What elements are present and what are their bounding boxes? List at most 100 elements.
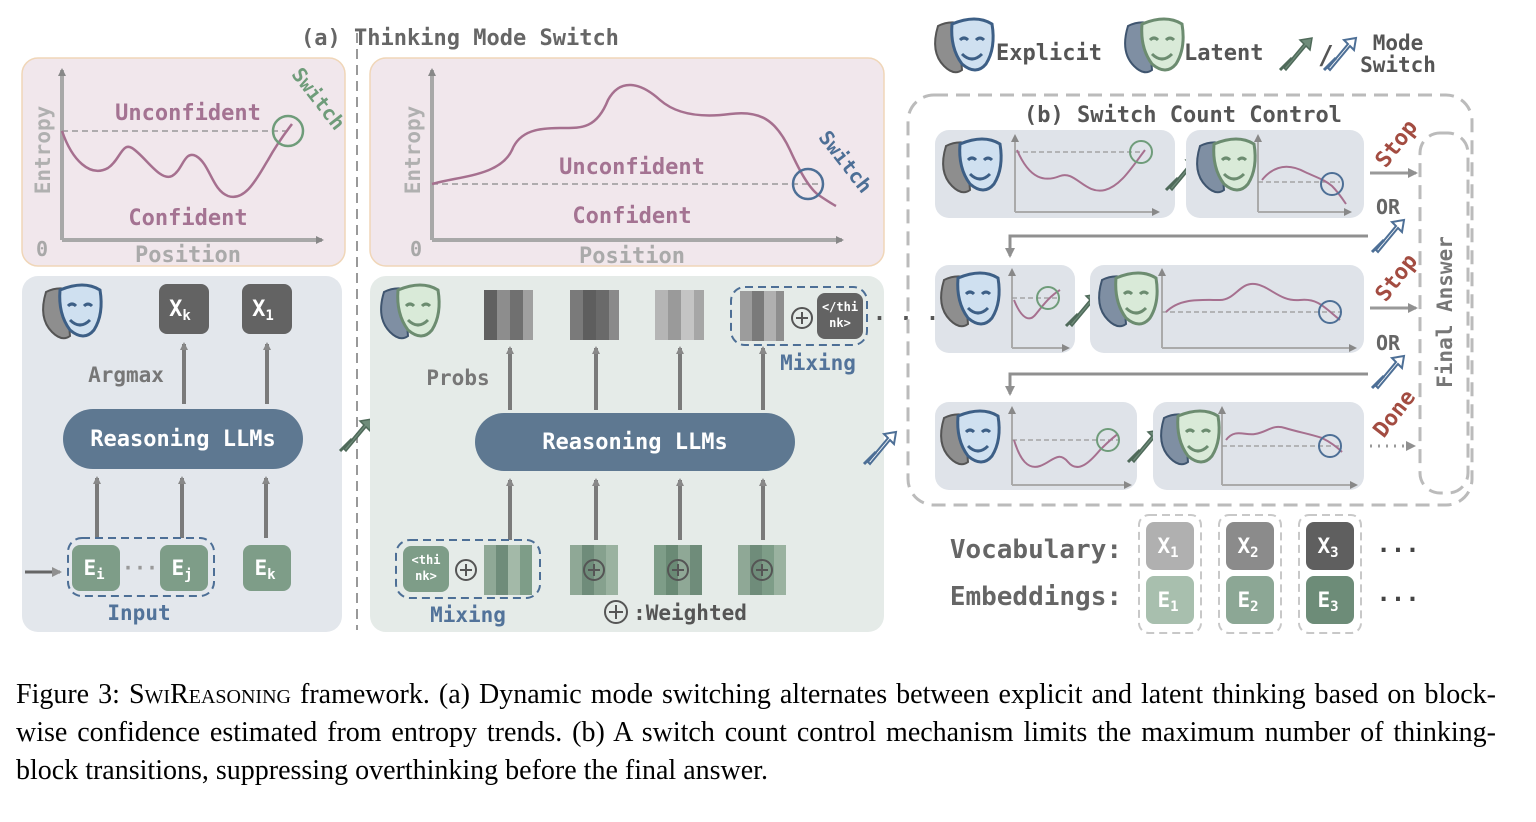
switch-circle bbox=[791, 167, 825, 201]
mixing-bottom-group bbox=[395, 539, 541, 599]
token-xk-letter: X bbox=[169, 297, 182, 322]
vocab-x1-letter: X bbox=[1157, 534, 1170, 558]
token-xk bbox=[159, 284, 209, 334]
vocabulary-label: Vocabulary: bbox=[950, 535, 1122, 565]
emb-dots: ··· bbox=[122, 556, 158, 580]
svg-text:E2: E2 bbox=[1237, 588, 1258, 615]
row3-status: Done bbox=[1369, 385, 1421, 442]
legend: Explicit Latent / Mode Switch bbox=[933, 17, 1436, 77]
origin-label: 0 bbox=[36, 237, 48, 261]
emb-ej-sub: j bbox=[184, 567, 192, 583]
latent-mask-icon bbox=[1097, 271, 1159, 328]
emb-e2-sub: 2 bbox=[1250, 599, 1258, 615]
end-think-line2: nk> bbox=[829, 316, 851, 330]
start-think-line2: nk> bbox=[415, 569, 437, 583]
explicit-mask-icon bbox=[41, 283, 103, 340]
reasoning-llm-block bbox=[475, 413, 795, 471]
svg-text:X1: X1 bbox=[1157, 534, 1178, 561]
panel-b-title: (b) Switch Count Control bbox=[1024, 103, 1342, 128]
y-axis-label: Entropy bbox=[31, 105, 55, 194]
svg-text:E3: E3 bbox=[1317, 588, 1338, 615]
start-think-line1: <thi bbox=[412, 553, 441, 567]
explicit-reasoning-box: Xk X1 Argmax Reasoning LLMs Ei ··· Ej Ek… bbox=[22, 276, 342, 632]
emb-ek-letter: E bbox=[254, 556, 267, 580]
svg-text:X3: X3 bbox=[1317, 534, 1338, 561]
swireasoning-diagram: (a) Thinking Mode Switch Entropy 0 Posit… bbox=[21, 17, 1474, 634]
vocab-x2 bbox=[1226, 522, 1274, 570]
embedding-vector bbox=[484, 545, 532, 595]
plus-icon bbox=[791, 307, 813, 329]
vocab-x3-sub: 3 bbox=[1330, 545, 1338, 561]
legend-mode-1: Mode bbox=[1373, 31, 1424, 55]
embeddings-label: Embeddings: bbox=[950, 582, 1122, 612]
end-think-token bbox=[817, 293, 863, 339]
prob-vector-4 bbox=[740, 291, 784, 341]
latent-reasoning-box: </thi nk> Mixing Probs Reasoning LLMs <t… bbox=[370, 276, 884, 632]
explicit-legend-icon bbox=[933, 17, 995, 74]
reasoning-llm-block bbox=[63, 409, 303, 469]
token-x1-sub: 1 bbox=[265, 308, 273, 324]
figure-caption: Figure 3: SwiReasoning framework. (a) Dy… bbox=[16, 676, 1496, 790]
emb-ej bbox=[160, 545, 208, 591]
emb-ei-sub: i bbox=[96, 567, 104, 583]
emb-e3-sub: 3 bbox=[1330, 599, 1338, 615]
final-answer-box bbox=[1418, 131, 1470, 495]
svg-text:Ei: Ei bbox=[83, 556, 104, 583]
latent-mask-icon bbox=[1159, 409, 1221, 466]
legend-mode-2: Switch bbox=[1360, 53, 1436, 77]
emb-e2 bbox=[1226, 576, 1274, 624]
token-xk-sub: k bbox=[182, 308, 191, 324]
llm-label: Reasoning LLMs bbox=[542, 430, 727, 455]
unconfident-label: Unconfident bbox=[115, 101, 261, 126]
plus-icon bbox=[455, 559, 477, 581]
switch-circle bbox=[271, 114, 305, 148]
row2-or: OR bbox=[1376, 331, 1401, 355]
emb-ek bbox=[243, 545, 291, 591]
vocab-x1-sub: 1 bbox=[1170, 545, 1178, 561]
row2-status: Stop bbox=[1371, 249, 1423, 306]
input-group bbox=[67, 537, 215, 597]
emb-e1-letter: E bbox=[1157, 588, 1170, 612]
mixing-bottom-label: Mixing bbox=[430, 603, 506, 627]
emb-ej-letter: E bbox=[171, 556, 184, 580]
unconfident-label: Unconfident bbox=[559, 155, 705, 180]
x-axis-label: Position bbox=[135, 243, 241, 268]
svg-text:X2: X2 bbox=[1237, 534, 1258, 561]
prob-vector-1 bbox=[484, 290, 533, 340]
latent-mask-icon bbox=[379, 283, 441, 340]
origin-label: 0 bbox=[410, 237, 422, 261]
start-think-token bbox=[403, 546, 449, 592]
mode-switch-icon bbox=[1370, 354, 1406, 390]
legend-explicit: Explicit bbox=[996, 41, 1102, 66]
explicit-mask-icon bbox=[941, 137, 1003, 194]
vocab-x2-letter: X bbox=[1237, 534, 1250, 558]
weighted-embedding-2 bbox=[654, 545, 702, 595]
x-axis-label: Position bbox=[579, 244, 685, 269]
latent-legend-icon bbox=[1123, 17, 1185, 74]
y-axis-label: Entropy bbox=[401, 105, 425, 194]
confident-label: Confident bbox=[572, 204, 691, 229]
legend-latent: Latent bbox=[1184, 41, 1263, 66]
row1-status: Stop bbox=[1371, 115, 1423, 172]
vocab-legend: Vocabulary: Embeddings: X1 E1 X2 E2 X3 E… bbox=[950, 514, 1420, 634]
probs-label: Probs bbox=[426, 366, 489, 390]
vocab-ellipsis: ··· bbox=[1376, 536, 1419, 564]
emb-e3 bbox=[1306, 576, 1354, 624]
emb-e1-sub: 1 bbox=[1170, 599, 1178, 615]
end-think-line1: </thi bbox=[822, 300, 858, 314]
input-label: Input bbox=[107, 601, 170, 625]
left-entropy-chart: Entropy 0 Position Unconfident Confident… bbox=[21, 57, 350, 268]
emb-ei bbox=[72, 545, 120, 591]
mixing-top-label: Mixing bbox=[780, 351, 856, 375]
mode-switch-icon bbox=[1370, 218, 1406, 254]
explicit-mask-icon bbox=[939, 271, 1001, 328]
vocab-x1 bbox=[1146, 522, 1194, 570]
caption-lead: Figure 3: bbox=[16, 679, 129, 710]
panel-a-title: (a) Thinking Mode Switch bbox=[301, 26, 619, 51]
explicit-mask-icon bbox=[939, 409, 1001, 466]
token-x1-letter: X bbox=[252, 297, 265, 322]
vocab-x3-letter: X bbox=[1317, 534, 1330, 558]
token-x1 bbox=[242, 284, 292, 334]
svg-text:X1: X1 bbox=[252, 297, 274, 324]
emb-e3-letter: E bbox=[1317, 588, 1330, 612]
